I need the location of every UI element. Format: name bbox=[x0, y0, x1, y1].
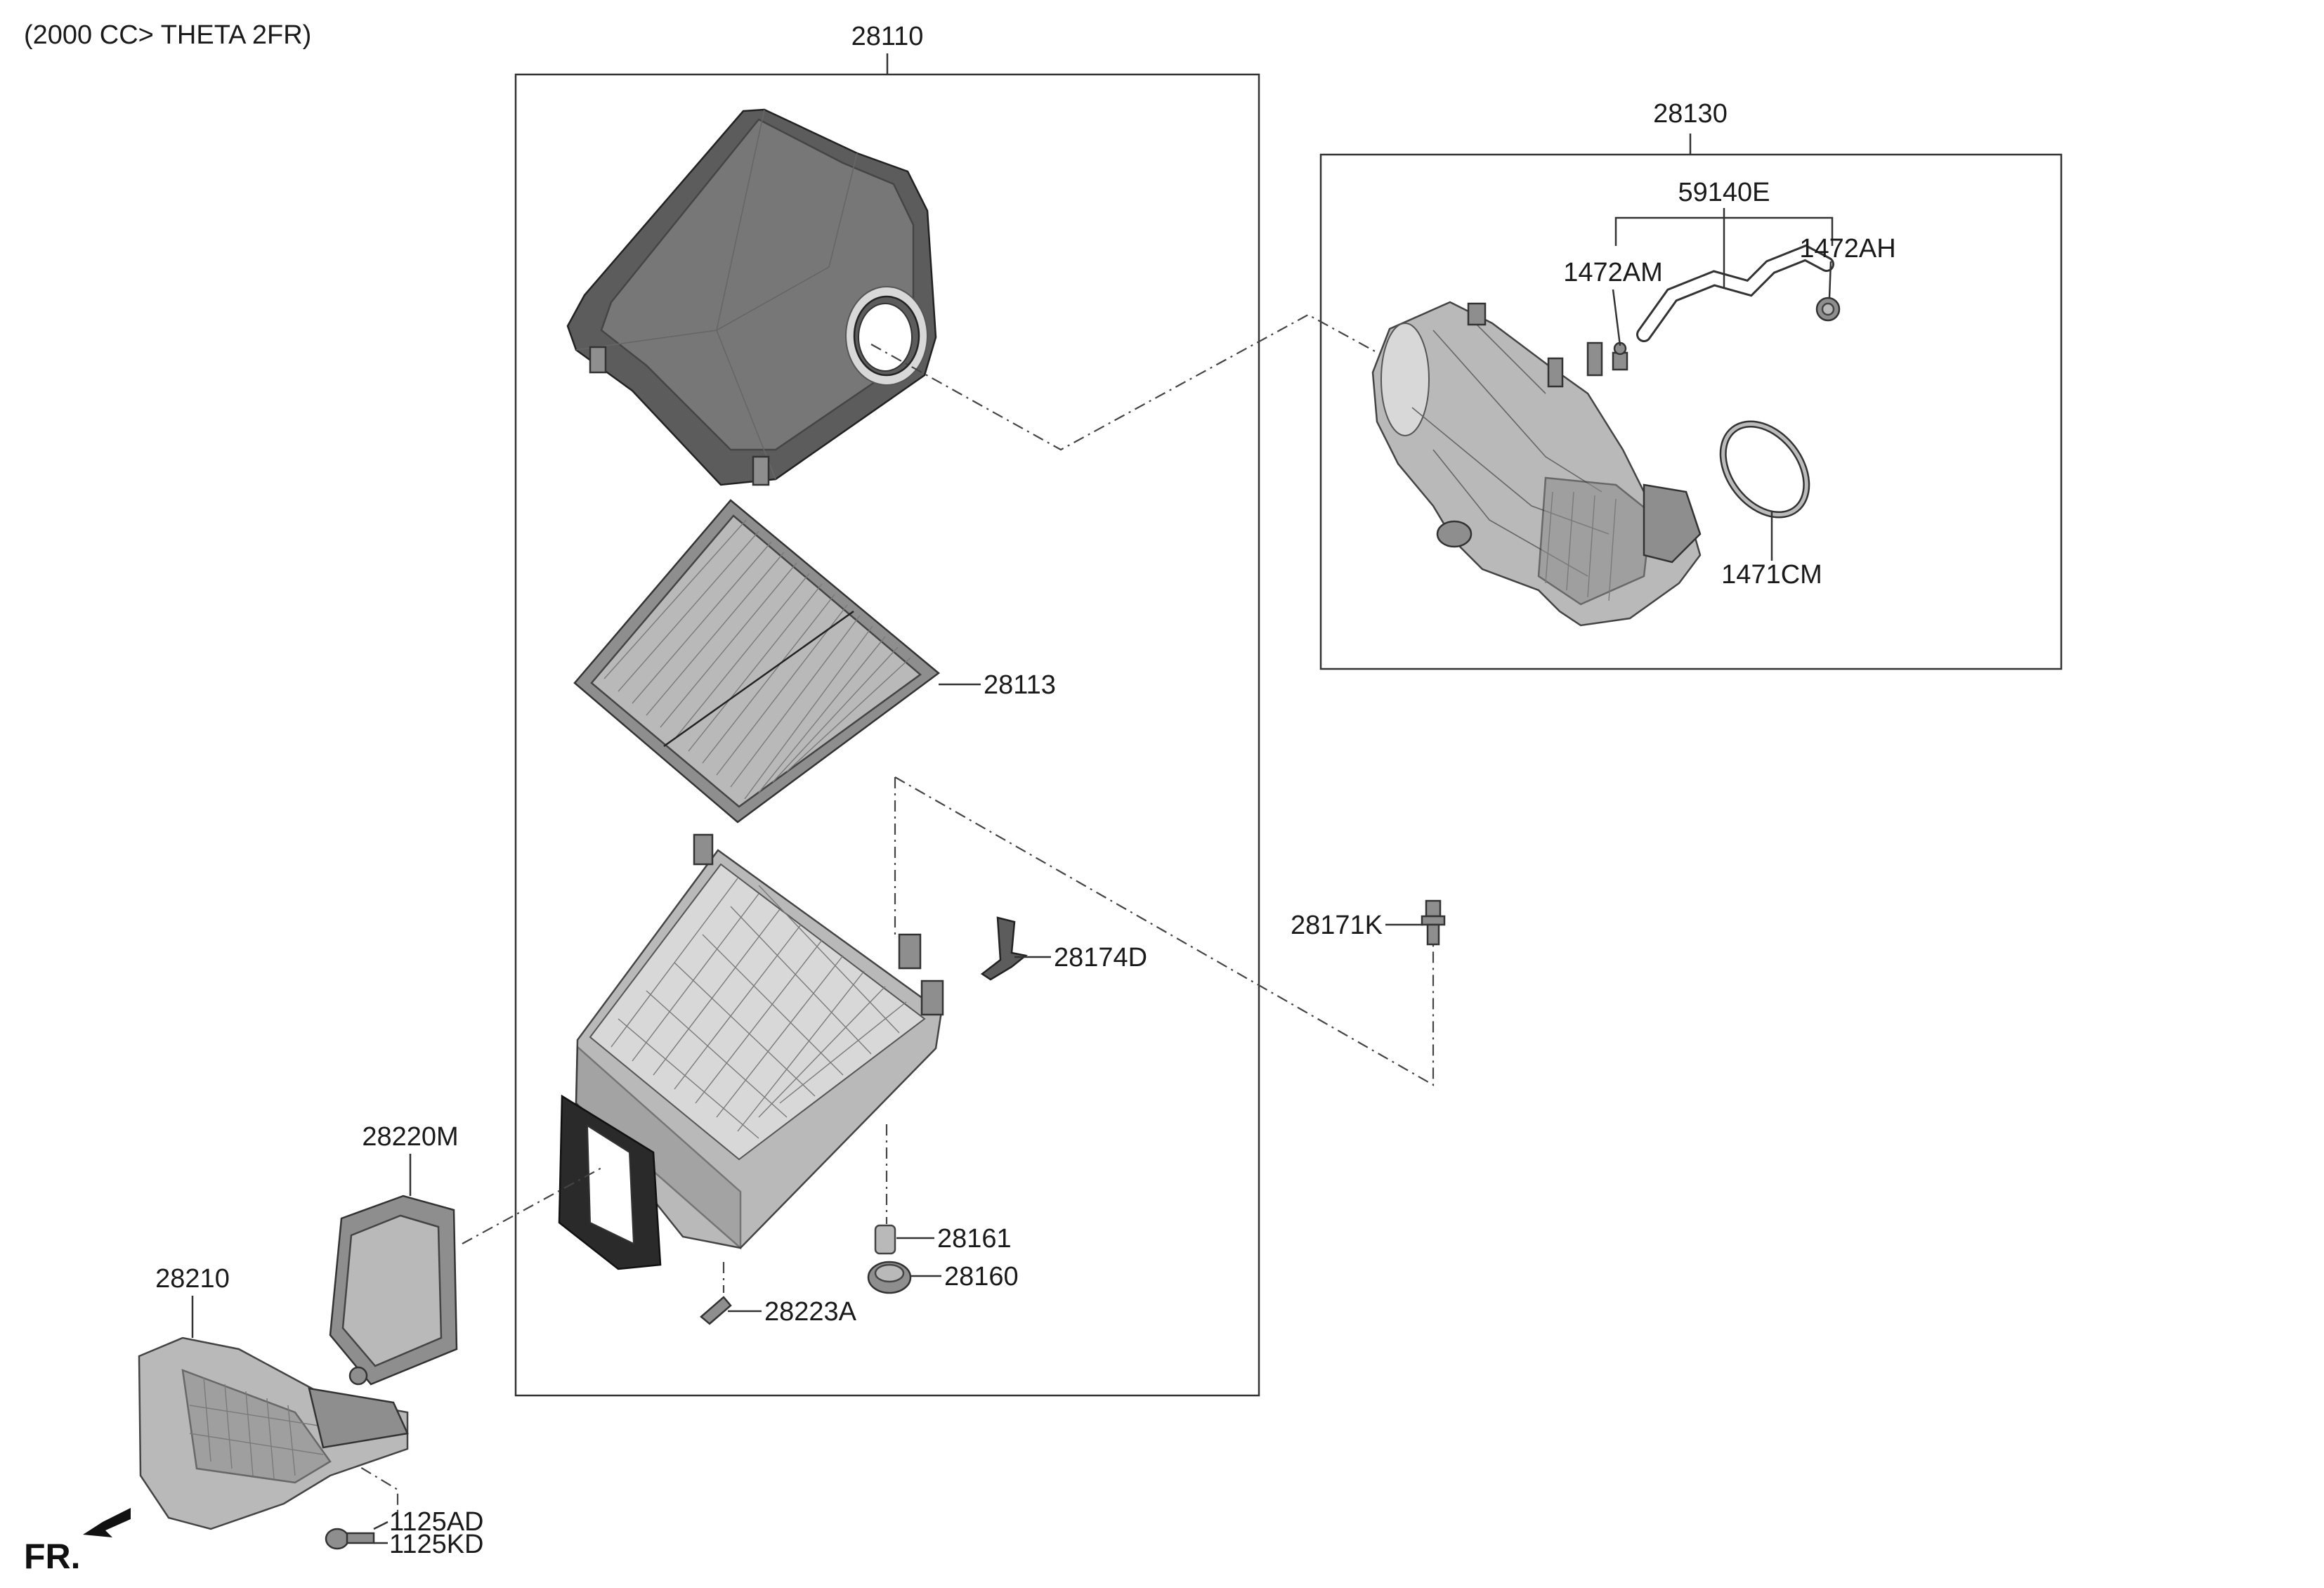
air-cleaner-lower-case bbox=[558, 833, 944, 1270]
label-28130: 28130 bbox=[1653, 99, 1728, 129]
label-28113: 28113 bbox=[984, 670, 1056, 700]
label-28171K: 28171K bbox=[1291, 911, 1383, 940]
dash-cover-to-hose bbox=[870, 313, 1399, 451]
front-direction-arrow-icon bbox=[83, 1508, 131, 1537]
label-1472AH: 1472AH bbox=[1799, 234, 1895, 263]
clamp-right bbox=[1815, 297, 1841, 322]
label-1471CM: 1471CM bbox=[1721, 560, 1822, 590]
grommet bbox=[867, 1261, 912, 1294]
leader-1472AM bbox=[1612, 289, 1621, 346]
label-28210: 28210 bbox=[155, 1264, 230, 1294]
label-28161: 28161 bbox=[937, 1224, 1012, 1254]
front-direction-label: FR. bbox=[24, 1537, 81, 1576]
label-28220M: 28220M bbox=[362, 1122, 458, 1152]
dash-case-to-bolt bbox=[894, 776, 1435, 1086]
label-1125KD: 1125KD bbox=[389, 1530, 484, 1559]
clip bbox=[700, 1296, 732, 1325]
dash-resonator-to-bolt bbox=[341, 1455, 399, 1532]
bolt-1125 bbox=[325, 1528, 375, 1550]
leader-1472AH bbox=[1828, 261, 1832, 299]
hose-clamp bbox=[1719, 420, 1810, 519]
resonator bbox=[138, 1336, 409, 1530]
intake-hose bbox=[1371, 301, 1702, 627]
dash-duct-to-case bbox=[462, 1166, 605, 1244]
bracket bbox=[980, 916, 1028, 981]
label-1472AM: 1472AM bbox=[1563, 258, 1663, 287]
air-cleaner-upper-cover bbox=[566, 108, 937, 486]
leader-1125AD bbox=[373, 1521, 389, 1530]
leader-59140E bbox=[1614, 208, 1834, 288]
label-28174D: 28174D bbox=[1054, 943, 1147, 972]
label-28160: 28160 bbox=[944, 1262, 1019, 1291]
bolt-28171K bbox=[1421, 899, 1446, 946]
label-28110: 28110 bbox=[851, 22, 924, 51]
insulator bbox=[874, 1224, 896, 1255]
label-59140E: 59140E bbox=[1678, 178, 1770, 207]
filter-element bbox=[573, 499, 941, 824]
engine-note: (2000 CC> THETA 2FR) bbox=[24, 20, 311, 50]
outer-duct bbox=[329, 1195, 458, 1386]
breather-hose bbox=[1636, 244, 1834, 342]
label-28223A: 28223A bbox=[764, 1297, 857, 1327]
clamp-left bbox=[1612, 341, 1628, 371]
label-1125AD: 1125AD bbox=[389, 1507, 484, 1537]
